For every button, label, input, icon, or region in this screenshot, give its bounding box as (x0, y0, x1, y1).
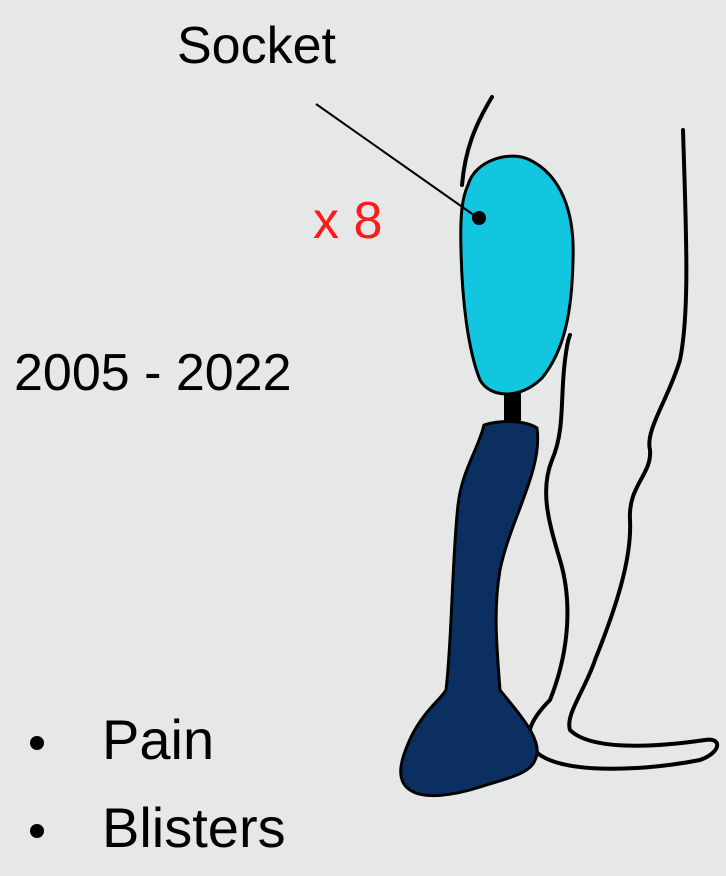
socket-shape (461, 156, 573, 394)
socket-count-label: x 8 (313, 195, 382, 247)
symptom-list: Pain Blisters (30, 700, 286, 876)
prosthetic-foot-shape (401, 422, 538, 796)
year-range-label: 2005 - 2022 (14, 347, 292, 399)
bullet-icon (30, 824, 44, 838)
socket-leader-dot (472, 211, 486, 225)
list-item-text: Pain (102, 708, 214, 771)
list-item: Pain (30, 700, 286, 788)
list-item: Blisters (30, 788, 286, 876)
list-item-text: Blisters (102, 796, 286, 859)
socket-label: Socket (177, 20, 336, 72)
bullet-icon (30, 736, 44, 750)
